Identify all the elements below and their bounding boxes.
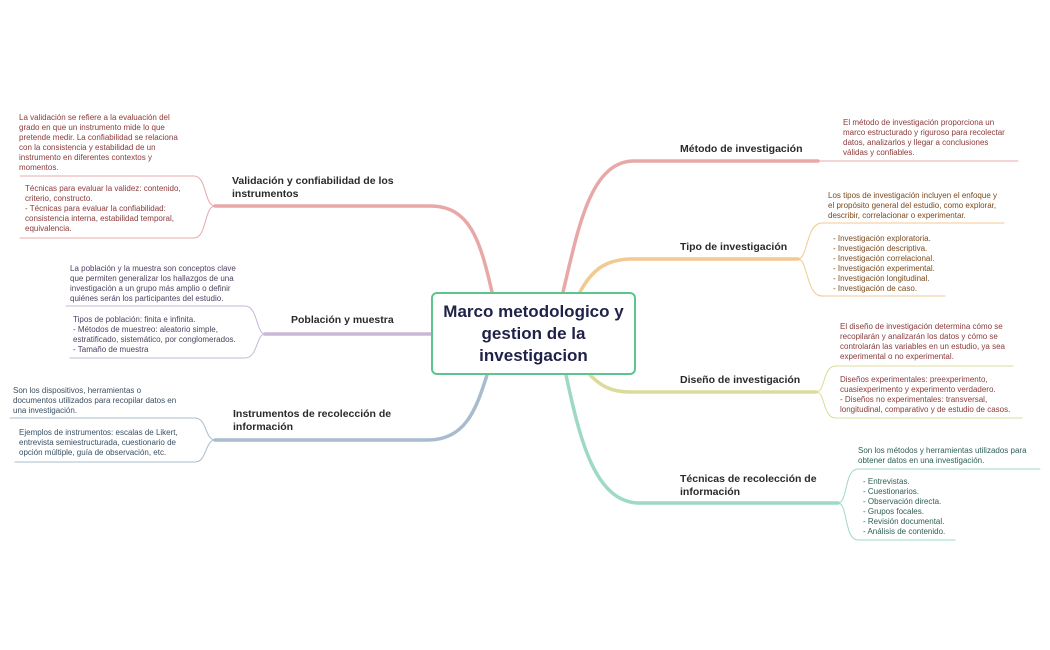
branch-tipo[interactable]: Tipo de investigación: [680, 241, 788, 253]
note-metodo: El método de investigación proporciona u…: [843, 118, 1005, 157]
note-poblacion-tipos: Tipos de población: finita e infinita. -…: [73, 315, 236, 354]
note-tecnicas-desc: Son los métodos y herramientas utilizado…: [858, 446, 1027, 465]
branch-diseno[interactable]: Diseño de investigación: [680, 374, 801, 386]
connector-tipo-note1: [797, 222, 1005, 260]
connector-poblacion-note1: [65, 305, 266, 335]
connector-instrumentos: [213, 373, 489, 442]
note-tecnicas-list: - Entrevistas. - Cuestionarios. - Observ…: [863, 477, 946, 536]
branch-instrumentos[interactable]: Instrumentos de recolección de informaci…: [233, 408, 392, 433]
connector-tipo: [578, 257, 800, 294]
connector-diseno: [588, 373, 818, 394]
branch-tecnicas[interactable]: Técnicas de recolección de información: [680, 473, 817, 498]
connector-validacion-note1: [19, 175, 216, 207]
connector-tecnicas-note1: [837, 468, 1041, 504]
connector-instrumentos-note2: [14, 439, 216, 463]
connector-validacion: [213, 204, 494, 294]
connector-tecnicas-note2: [837, 502, 956, 541]
note-diseno-desc: El diseño de investigación determina cóm…: [840, 322, 1005, 361]
note-tipo-list: - Investigación exploratoria. - Investig…: [833, 234, 935, 293]
connector-diseno-note1: [815, 365, 1014, 393]
branch-validacion[interactable]: Validación y confiabilidad de los instru…: [232, 175, 394, 200]
note-instrumentos-ejemplos: Ejemplos de instrumentos: escalas de Lik…: [19, 428, 178, 457]
note-instrumentos-desc: Son los dispositivos, herramientas o doc…: [13, 386, 177, 415]
note-tipo-desc: Los tipos de investigación incluyen el e…: [828, 191, 997, 220]
connector-instrumentos-note1: [9, 417, 216, 441]
note-diseno-tipos: Diseños experimentales: preexperimento, …: [840, 375, 1011, 414]
connector-tecnicas: [564, 373, 840, 505]
note-validacion-tecnicas: Técnicas para evaluar la validez: conten…: [25, 184, 181, 233]
connector-tipo-note2: [797, 258, 946, 297]
branch-metodo[interactable]: Método de investigación: [680, 143, 803, 155]
central-topic[interactable]: Marco metodologico y gestion de la inves…: [431, 292, 636, 375]
note-poblacion-desc: La población y la muestra son conceptos …: [70, 264, 236, 303]
connector-diseno-note2: [815, 391, 1023, 419]
branch-poblacion[interactable]: Población y muestra: [291, 314, 394, 326]
connector-validacion-note2: [19, 205, 216, 239]
connector-metodo: [561, 159, 820, 294]
note-validacion-desc: La validación se refiere a la evaluación…: [19, 113, 178, 172]
connector-poblacion-note2: [69, 333, 266, 359]
